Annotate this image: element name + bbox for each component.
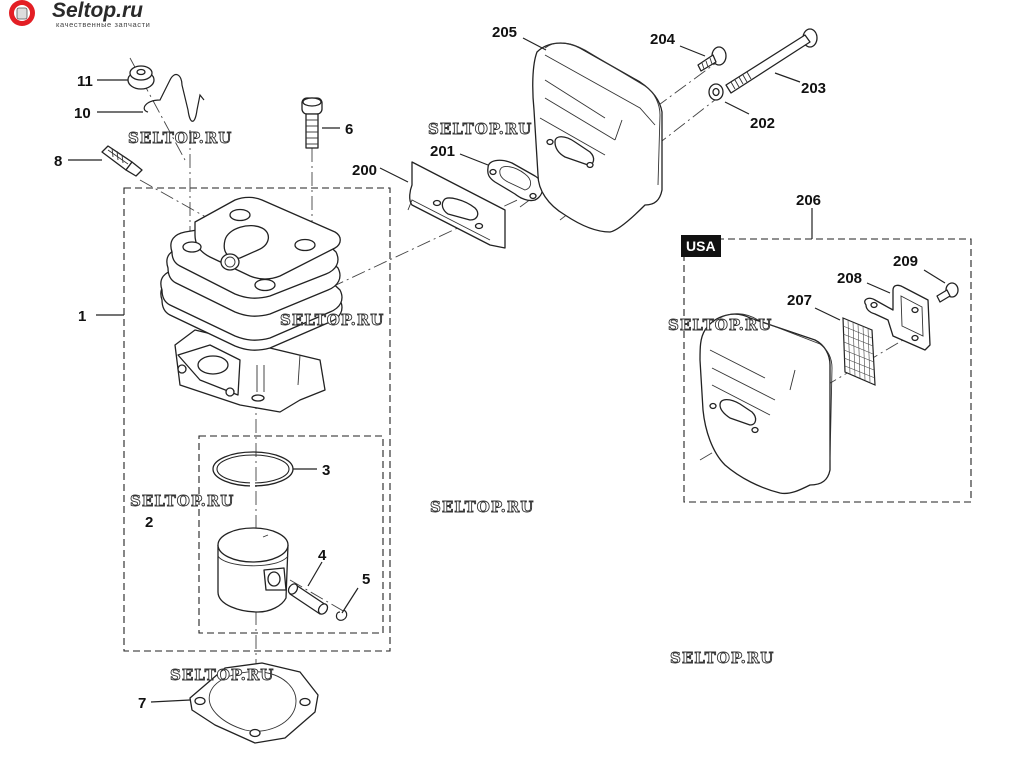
callout-202[interactable]: 202 [750, 115, 775, 132]
part-10-spring-wire[interactable] [143, 73, 205, 122]
watermark: SELTOP.RU [280, 311, 384, 329]
usa-kit-muffler[interactable] [699, 313, 833, 495]
callout-209[interactable]: 209 [893, 253, 918, 270]
watermark: SELTOP.RU [428, 120, 532, 138]
part-201-muffler-gasket[interactable] [487, 159, 544, 202]
part-207-spark-arrestor-screen[interactable] [842, 317, 876, 386]
part-11-dampener[interactable] [127, 65, 155, 90]
callout-2[interactable]: 2 [145, 514, 153, 531]
part-205-muffler[interactable] [532, 42, 663, 233]
callout-10[interactable]: 10 [74, 105, 91, 122]
callout-3[interactable]: 3 [322, 462, 330, 479]
callout-8[interactable]: 8 [54, 153, 62, 170]
watermark: SELTOP.RU [170, 666, 274, 684]
usa-badge-text: USA [686, 238, 716, 254]
part-208-bracket[interactable] [864, 284, 931, 351]
part-3-piston-ring[interactable] [212, 451, 294, 487]
watermark: SELTOP.RU [128, 129, 232, 147]
part-7-gasket[interactable] [189, 662, 319, 744]
callout-200[interactable]: 200 [352, 162, 377, 179]
watermarks: SELTOP.RU SELTOP.RU SELTOP.RU SELTOP.RU … [128, 120, 774, 685]
part-6-bolt[interactable] [301, 97, 323, 149]
part-4-piston-pin[interactable] [287, 582, 330, 616]
watermark: SELTOP.RU [668, 316, 772, 334]
callout-204[interactable]: 204 [650, 31, 676, 48]
part-200-heat-shield[interactable] [407, 161, 506, 249]
assembly-box-piston [198, 435, 384, 634]
usa-badge: USA [681, 235, 721, 257]
callout-7[interactable]: 7 [138, 695, 146, 712]
callout-4[interactable]: 4 [318, 547, 327, 564]
part-2-piston[interactable] [217, 527, 289, 613]
logo-title: Seltop.ru [52, 0, 143, 22]
callout-11[interactable]: 11 [77, 73, 93, 90]
part-202-washer[interactable] [708, 83, 724, 101]
part-8-spark-plug[interactable] [101, 145, 143, 177]
part-203-long-bolt[interactable] [725, 28, 818, 94]
site-logo[interactable]: Seltop.ru качественные запчасти [9, 0, 150, 29]
part-5-circlip[interactable] [335, 609, 348, 621]
callout-203[interactable]: 203 [801, 80, 826, 97]
part-204-short-bolt[interactable] [697, 46, 727, 72]
assembly-box-usa-kit [683, 238, 972, 503]
part-1-cylinder[interactable] [160, 196, 343, 413]
callout-208[interactable]: 208 [837, 270, 862, 287]
watermark: SELTOP.RU [130, 492, 234, 510]
part-209-screw[interactable] [936, 282, 959, 303]
logo-subtitle: качественные запчасти [56, 20, 150, 29]
callout-201[interactable]: 201 [430, 143, 455, 160]
callout-205[interactable]: 205 [492, 24, 517, 41]
watermark: SELTOP.RU [670, 649, 774, 667]
callout-207[interactable]: 207 [787, 292, 812, 309]
callout-5[interactable]: 5 [362, 571, 370, 588]
callout-6[interactable]: 6 [345, 121, 353, 138]
callout-206[interactable]: 206 [796, 192, 821, 209]
assembly-box-cylinder [123, 187, 391, 652]
watermark: SELTOP.RU [430, 498, 534, 516]
callout-1[interactable]: 1 [78, 308, 86, 325]
leader-lines [68, 37, 946, 703]
callout-labels: 11 10 8 6 1 2 3 4 5 7 200 201 205 204 20… [54, 24, 918, 712]
